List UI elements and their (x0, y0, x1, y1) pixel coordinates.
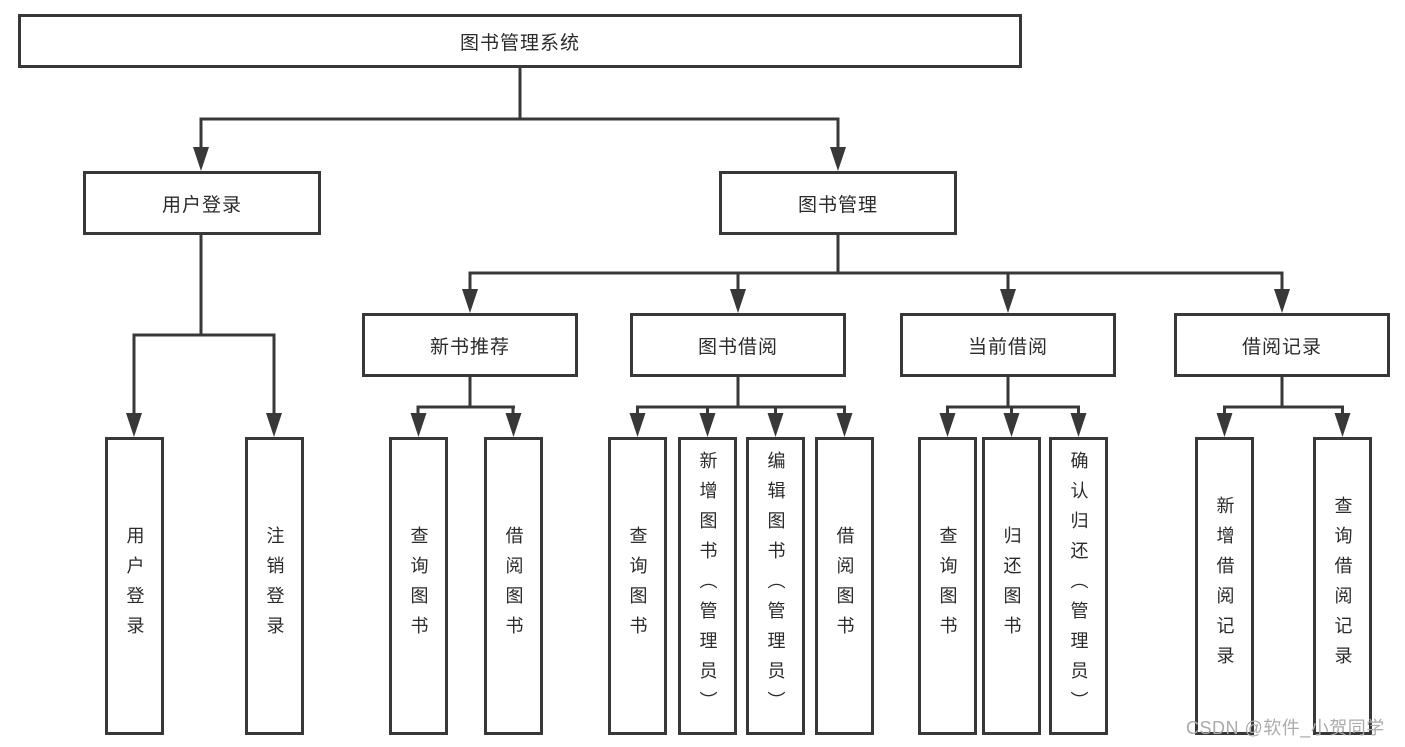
node-new-book-recommend: 新书推荐 (362, 313, 578, 377)
leaf-borrow-borrow: 借阅图书 (815, 437, 874, 735)
node-book-management: 图书管理 (719, 171, 957, 235)
leaf-records-query-label: 查询借阅记录 (1332, 496, 1353, 676)
node-book-borrow-label: 图书借阅 (697, 336, 778, 358)
leaf-records-add: 新增借阅记录 (1195, 437, 1254, 735)
leaf-current-confirm-admin-label: 确认归还（管理员） (1068, 451, 1089, 721)
node-user-login-module-label: 用户登录 (161, 194, 242, 216)
leaf-current-query-label: 查询图书 (937, 526, 958, 646)
leaf-borrow-add-admin-label: 新增图书（管理员） (697, 451, 718, 721)
leaf-current-return-label: 归还图书 (1001, 526, 1022, 646)
leaf-newbook-borrow-label: 借阅图书 (503, 526, 524, 646)
node-root: 图书管理系统 (18, 14, 1022, 68)
leaf-user-login: 用户登录 (105, 437, 164, 735)
leaf-borrow-query-label: 查询图书 (627, 526, 648, 646)
leaf-borrow-query: 查询图书 (608, 437, 667, 735)
leaf-borrow-add-admin: 新增图书（管理员） (678, 437, 737, 735)
node-book-management-label: 图书管理 (797, 194, 878, 216)
leaf-current-confirm-admin: 确认归还（管理员） (1049, 437, 1108, 735)
leaf-newbook-borrow: 借阅图书 (484, 437, 543, 735)
leaf-records-query: 查询借阅记录 (1313, 437, 1372, 735)
leaf-borrow-edit-admin: 编辑图书（管理员） (746, 437, 805, 735)
leaf-newbook-query: 查询图书 (389, 437, 448, 735)
node-new-book-recommend-label: 新书推荐 (429, 336, 510, 358)
node-borrow-records: 借阅记录 (1174, 313, 1390, 377)
leaf-user-login-label: 用户登录 (124, 526, 145, 646)
node-book-borrow: 图书借阅 (630, 313, 846, 377)
leaf-borrow-borrow-label: 借阅图书 (834, 526, 855, 646)
leaf-logout: 注销登录 (245, 437, 304, 735)
node-root-label: 图书管理系统 (459, 32, 580, 54)
node-current-borrow-label: 当前借阅 (967, 336, 1048, 358)
node-user-login-module: 用户登录 (83, 171, 321, 235)
leaf-records-add-label: 新增借阅记录 (1214, 496, 1235, 676)
leaf-current-return: 归还图书 (982, 437, 1041, 735)
leaf-current-query: 查询图书 (918, 437, 977, 735)
leaf-logout-label: 注销登录 (264, 526, 285, 646)
node-current-borrow: 当前借阅 (900, 313, 1116, 377)
leaf-newbook-query-label: 查询图书 (408, 526, 429, 646)
node-borrow-records-label: 借阅记录 (1241, 336, 1322, 358)
watermark: CSDN @软件_小贺同学 (1186, 718, 1385, 738)
leaf-borrow-edit-admin-label: 编辑图书（管理员） (765, 451, 786, 721)
